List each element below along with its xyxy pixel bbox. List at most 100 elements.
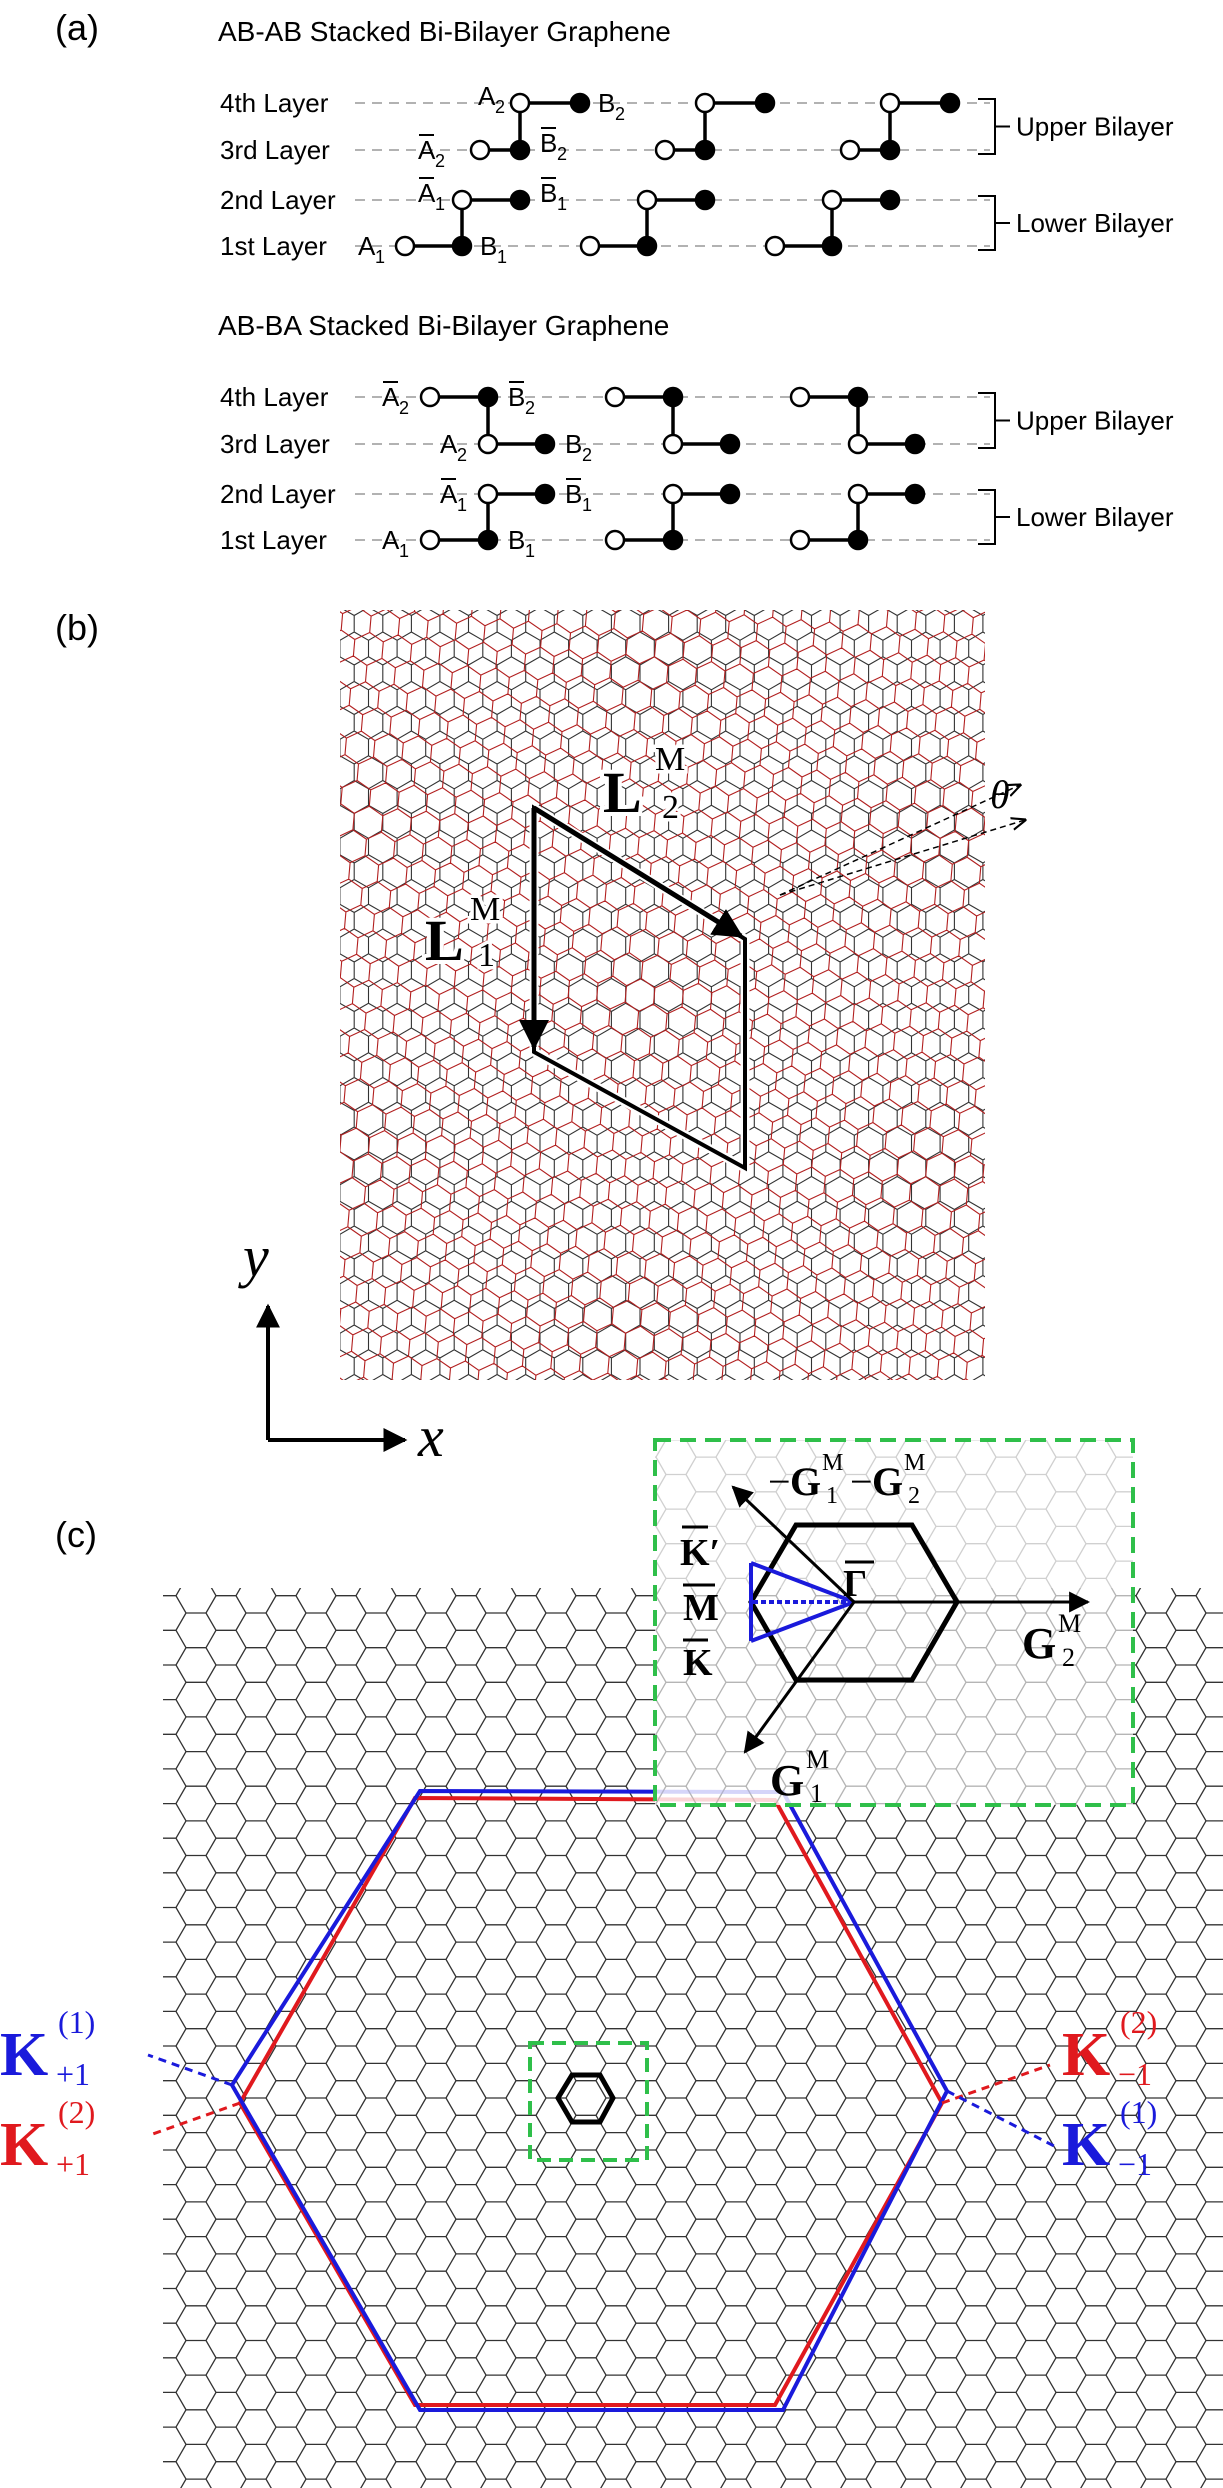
lattice-layer-black	[340, 610, 985, 1380]
site-a-dot	[419, 529, 441, 551]
l1-base: L	[425, 908, 464, 973]
k-minus1-2-sup: (2)	[1120, 2004, 1157, 2040]
site-a-dot	[694, 92, 716, 114]
site-label-sub: 1	[435, 194, 445, 214]
k-minus1-1-sub: −1	[1118, 2146, 1152, 2182]
layer-label: 4th Layer	[220, 382, 329, 412]
bilayer-label: Lower Bilayer	[1016, 502, 1174, 532]
site-label-base: B	[565, 479, 582, 509]
point-m-label: M	[683, 1583, 719, 1629]
l2-sub: 2	[662, 789, 679, 826]
point-k-label: K	[683, 1638, 713, 1684]
g1-label: G M 1	[770, 1745, 829, 1808]
g-sum-sub2: 2	[908, 1483, 920, 1509]
k-plus1-1-base: K	[0, 2021, 48, 2089]
site-label-base: A	[418, 178, 436, 208]
site-a-dot	[839, 139, 861, 161]
site-b-dot	[719, 483, 741, 505]
site-label-sub: 2	[557, 144, 567, 164]
site-a-dot	[879, 92, 901, 114]
panel-c-label: (c)	[55, 1514, 97, 1555]
site-a-dot	[636, 189, 658, 211]
k-plus1-2-base: K	[0, 2111, 48, 2179]
site-a-dot	[821, 189, 843, 211]
g-sum-sup1: M	[822, 1450, 843, 1476]
site-label-sub: 1	[497, 247, 507, 267]
site-a-dot	[469, 139, 491, 161]
g-sum-base2: G	[872, 1459, 903, 1504]
g-sum-label: − G M 1 − G M 2	[768, 1450, 925, 1509]
site-a-dot	[764, 235, 786, 257]
g1-sup: M	[806, 1745, 829, 1774]
site-a-dot	[662, 483, 684, 505]
bilayer-label: Lower Bilayer	[1016, 208, 1174, 238]
k-plus1-1-sub: +1	[56, 2056, 90, 2092]
site-b-dot	[509, 139, 531, 161]
site-b-dot	[879, 189, 901, 211]
site-a-dot	[477, 483, 499, 505]
site-label-base: B	[480, 231, 497, 261]
g2-base: G	[1022, 1619, 1056, 1668]
gamma-k-path	[750, 1600, 855, 1643]
g2-label: G M 2	[1022, 1609, 1081, 1672]
bilayer-bracket	[978, 98, 1010, 155]
site-b-dot	[754, 92, 776, 114]
site-label-sub: 2	[399, 398, 409, 418]
site-label-base: A	[440, 479, 458, 509]
k-plus1-2-sup: (2)	[58, 2094, 95, 2130]
site-b-dot	[534, 483, 556, 505]
moire-unit-cell	[519, 799, 750, 1176]
point-gamma-label: Γ	[843, 1560, 874, 1605]
site-a-dot	[654, 139, 676, 161]
site-a-dot	[451, 189, 473, 211]
site-label-sub: 2	[457, 445, 467, 465]
panel-b-label: (b)	[55, 607, 99, 648]
l2-sup: M	[655, 741, 685, 778]
g-sum-arrow	[731, 1485, 856, 1604]
twist-angle-indicator: θ	[779, 772, 1025, 896]
site-b-dot	[477, 529, 499, 551]
gamma-text: Γ	[843, 1563, 867, 1605]
g-sum-sub1: 1	[826, 1483, 838, 1509]
k-minus1-2-label: K (2) −1	[1062, 2004, 1157, 2092]
vector-l1-label: L M 1	[421, 888, 504, 978]
panel-a: (a) AB-AB Stacked Bi-Bilayer Graphene4th…	[55, 7, 1174, 561]
g-sum-sup2: M	[904, 1450, 925, 1476]
layer-label: 3rd Layer	[220, 135, 330, 165]
site-b-dot	[694, 189, 716, 211]
site-label-base: A	[382, 382, 400, 412]
site-a-dot	[847, 433, 869, 455]
k-minus1-1-sup: (1)	[1120, 2094, 1157, 2130]
site-label-base: B	[508, 382, 525, 412]
site-label-sub: 1	[399, 541, 409, 561]
site-label-sub: 2	[615, 104, 625, 124]
panel-c: (c) −	[0, 1438, 1223, 2488]
site-b-dot	[879, 139, 901, 161]
bilayer-bracket	[978, 489, 1010, 545]
site-label-sub: 1	[525, 541, 535, 561]
k-plus1-1-label: K (1) +1	[0, 2004, 95, 2092]
point-kprime-label: K′	[680, 1525, 720, 1574]
site-label-sub: 1	[557, 194, 567, 214]
site-a-dot	[789, 529, 811, 551]
site-b-dot	[821, 235, 843, 257]
lattice-layer-red	[340, 610, 985, 1380]
site-label-sub: 2	[525, 398, 535, 418]
m-text: M	[683, 1587, 719, 1629]
k-plus1-2-label: K (2) +1	[0, 2094, 95, 2182]
site-a-dot	[847, 483, 869, 505]
zoom-box-small	[528, 2041, 649, 2162]
site-a-dot	[604, 529, 626, 551]
moire-lattice	[340, 610, 985, 1380]
k-minus1-1-base: K	[1062, 2111, 1110, 2179]
